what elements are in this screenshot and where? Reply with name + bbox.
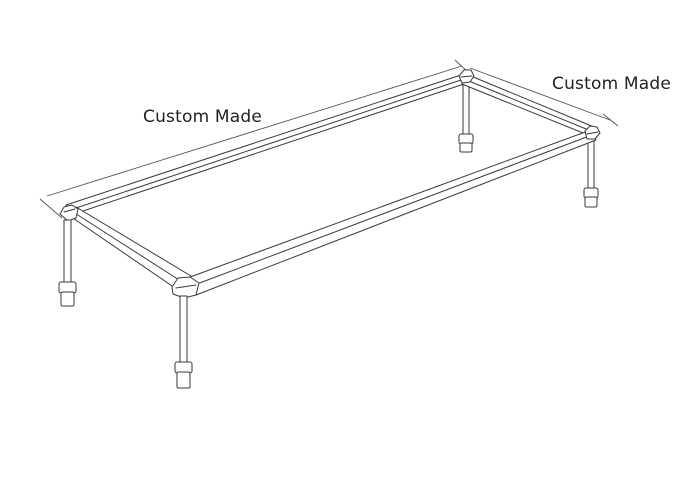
- corner-connector-back-left: [59, 204, 79, 222]
- left-rail: [63, 206, 197, 291]
- back-right-leg: [458, 83, 474, 153]
- corner-connector-front: [171, 276, 200, 299]
- corner-connector-back-right: [458, 69, 475, 84]
- front-leg: [174, 295, 193, 389]
- length-label: Custom Made: [143, 107, 263, 127]
- width-label: Custom Made: [552, 74, 672, 94]
- corner-connector-right: [584, 125, 601, 140]
- width-dimension-line: [469, 67, 619, 127]
- back-rail: [65, 73, 471, 215]
- right-leg: [583, 134, 599, 208]
- left-leg: [58, 219, 77, 307]
